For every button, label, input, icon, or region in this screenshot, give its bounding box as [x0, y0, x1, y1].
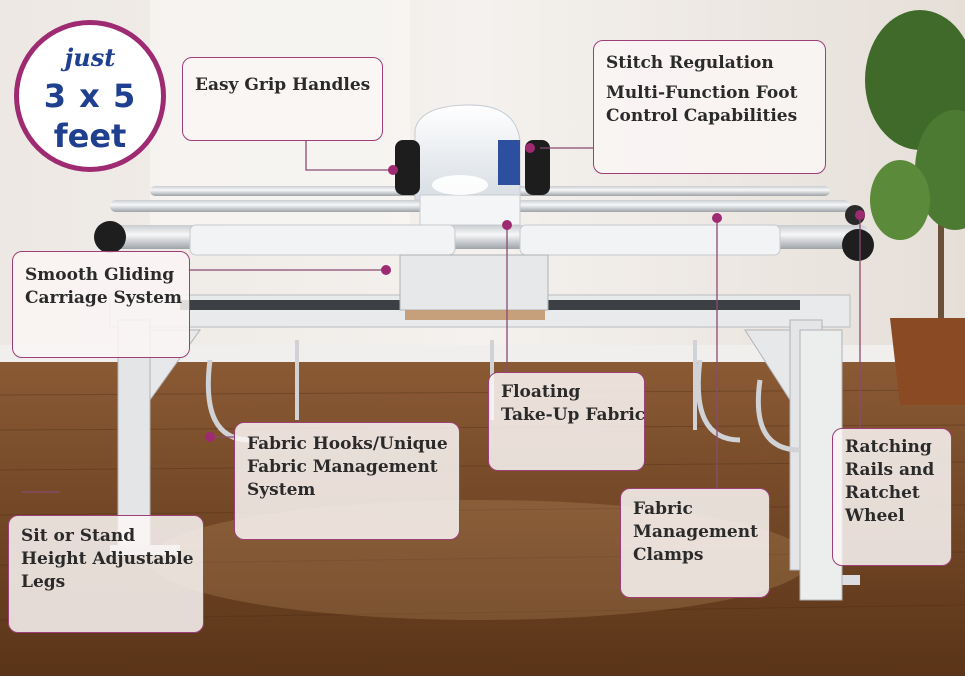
callout-text: Sit or Stand [21, 526, 136, 546]
badge-dimensions: 3 x 5 [43, 77, 137, 115]
callout-text: Easy Grip Handles [195, 75, 371, 95]
leader-dots [205, 143, 865, 442]
callout-text: Clamps [633, 545, 704, 565]
callout-text: Ratchet [845, 483, 920, 503]
fabric-rollers [94, 186, 874, 261]
callout-text: Fabric Hooks/Unique [247, 434, 448, 454]
baseboard [0, 345, 965, 363]
callout-text: Rails and [845, 460, 935, 480]
dot-smooth [381, 265, 391, 275]
callout-text: Legs [21, 572, 66, 592]
badge-just: just [64, 43, 116, 72]
leader-paths [22, 140, 861, 493]
callout-easy-grip-handles: Easy Grip Handles [182, 57, 383, 141]
size-badge: just 3 x 5 feet [14, 20, 166, 172]
carriage-and-machine [395, 104, 550, 320]
callout-sit-or-stand: Sit or Stand Height Adjustable Legs [8, 515, 204, 633]
callout-text: Fabric [633, 499, 693, 519]
callout-text: Stitch Regulation [606, 53, 774, 73]
callout-text: Ratching [845, 437, 932, 457]
callout-text: Floating [501, 382, 581, 402]
callout-text: Carriage System [25, 288, 182, 308]
dot-ratching [855, 210, 865, 220]
callout-smooth-gliding: Smooth Gliding Carriage System [12, 251, 190, 358]
callout-text: Take-Up Fabric [501, 405, 646, 425]
dot-stitch [525, 143, 535, 153]
callout-text: Fabric Management [247, 457, 438, 477]
callout-text: Management [633, 522, 758, 542]
potted-plant [865, 10, 965, 405]
callout-ratching-rails: Ratching Rails and Ratchet Wheel [832, 428, 952, 566]
callout-text: Smooth Gliding [25, 265, 175, 285]
callout-text: System [247, 480, 316, 500]
dot-easy-grip [388, 165, 398, 175]
callout-fabric-hooks: Fabric Hooks/Unique Fabric Management Sy… [234, 422, 460, 540]
badge-unit: feet [53, 117, 127, 155]
dot-hooks [205, 432, 215, 442]
dot-floating [502, 220, 512, 230]
dot-clamps [712, 213, 722, 223]
callout-text: Control Capabilities [606, 106, 798, 126]
callout-text: Wheel [845, 506, 905, 526]
callout-fabric-management-clamps: Fabric Management Clamps [620, 488, 770, 598]
callout-floating-take-up: Floating Take-Up Fabric [488, 372, 645, 471]
callout-stitch-regulation: Stitch Regulation Multi-Function Foot Co… [593, 40, 826, 174]
callout-text: Height Adjustable [21, 549, 194, 569]
callout-text: Multi-Function Foot [606, 83, 798, 103]
